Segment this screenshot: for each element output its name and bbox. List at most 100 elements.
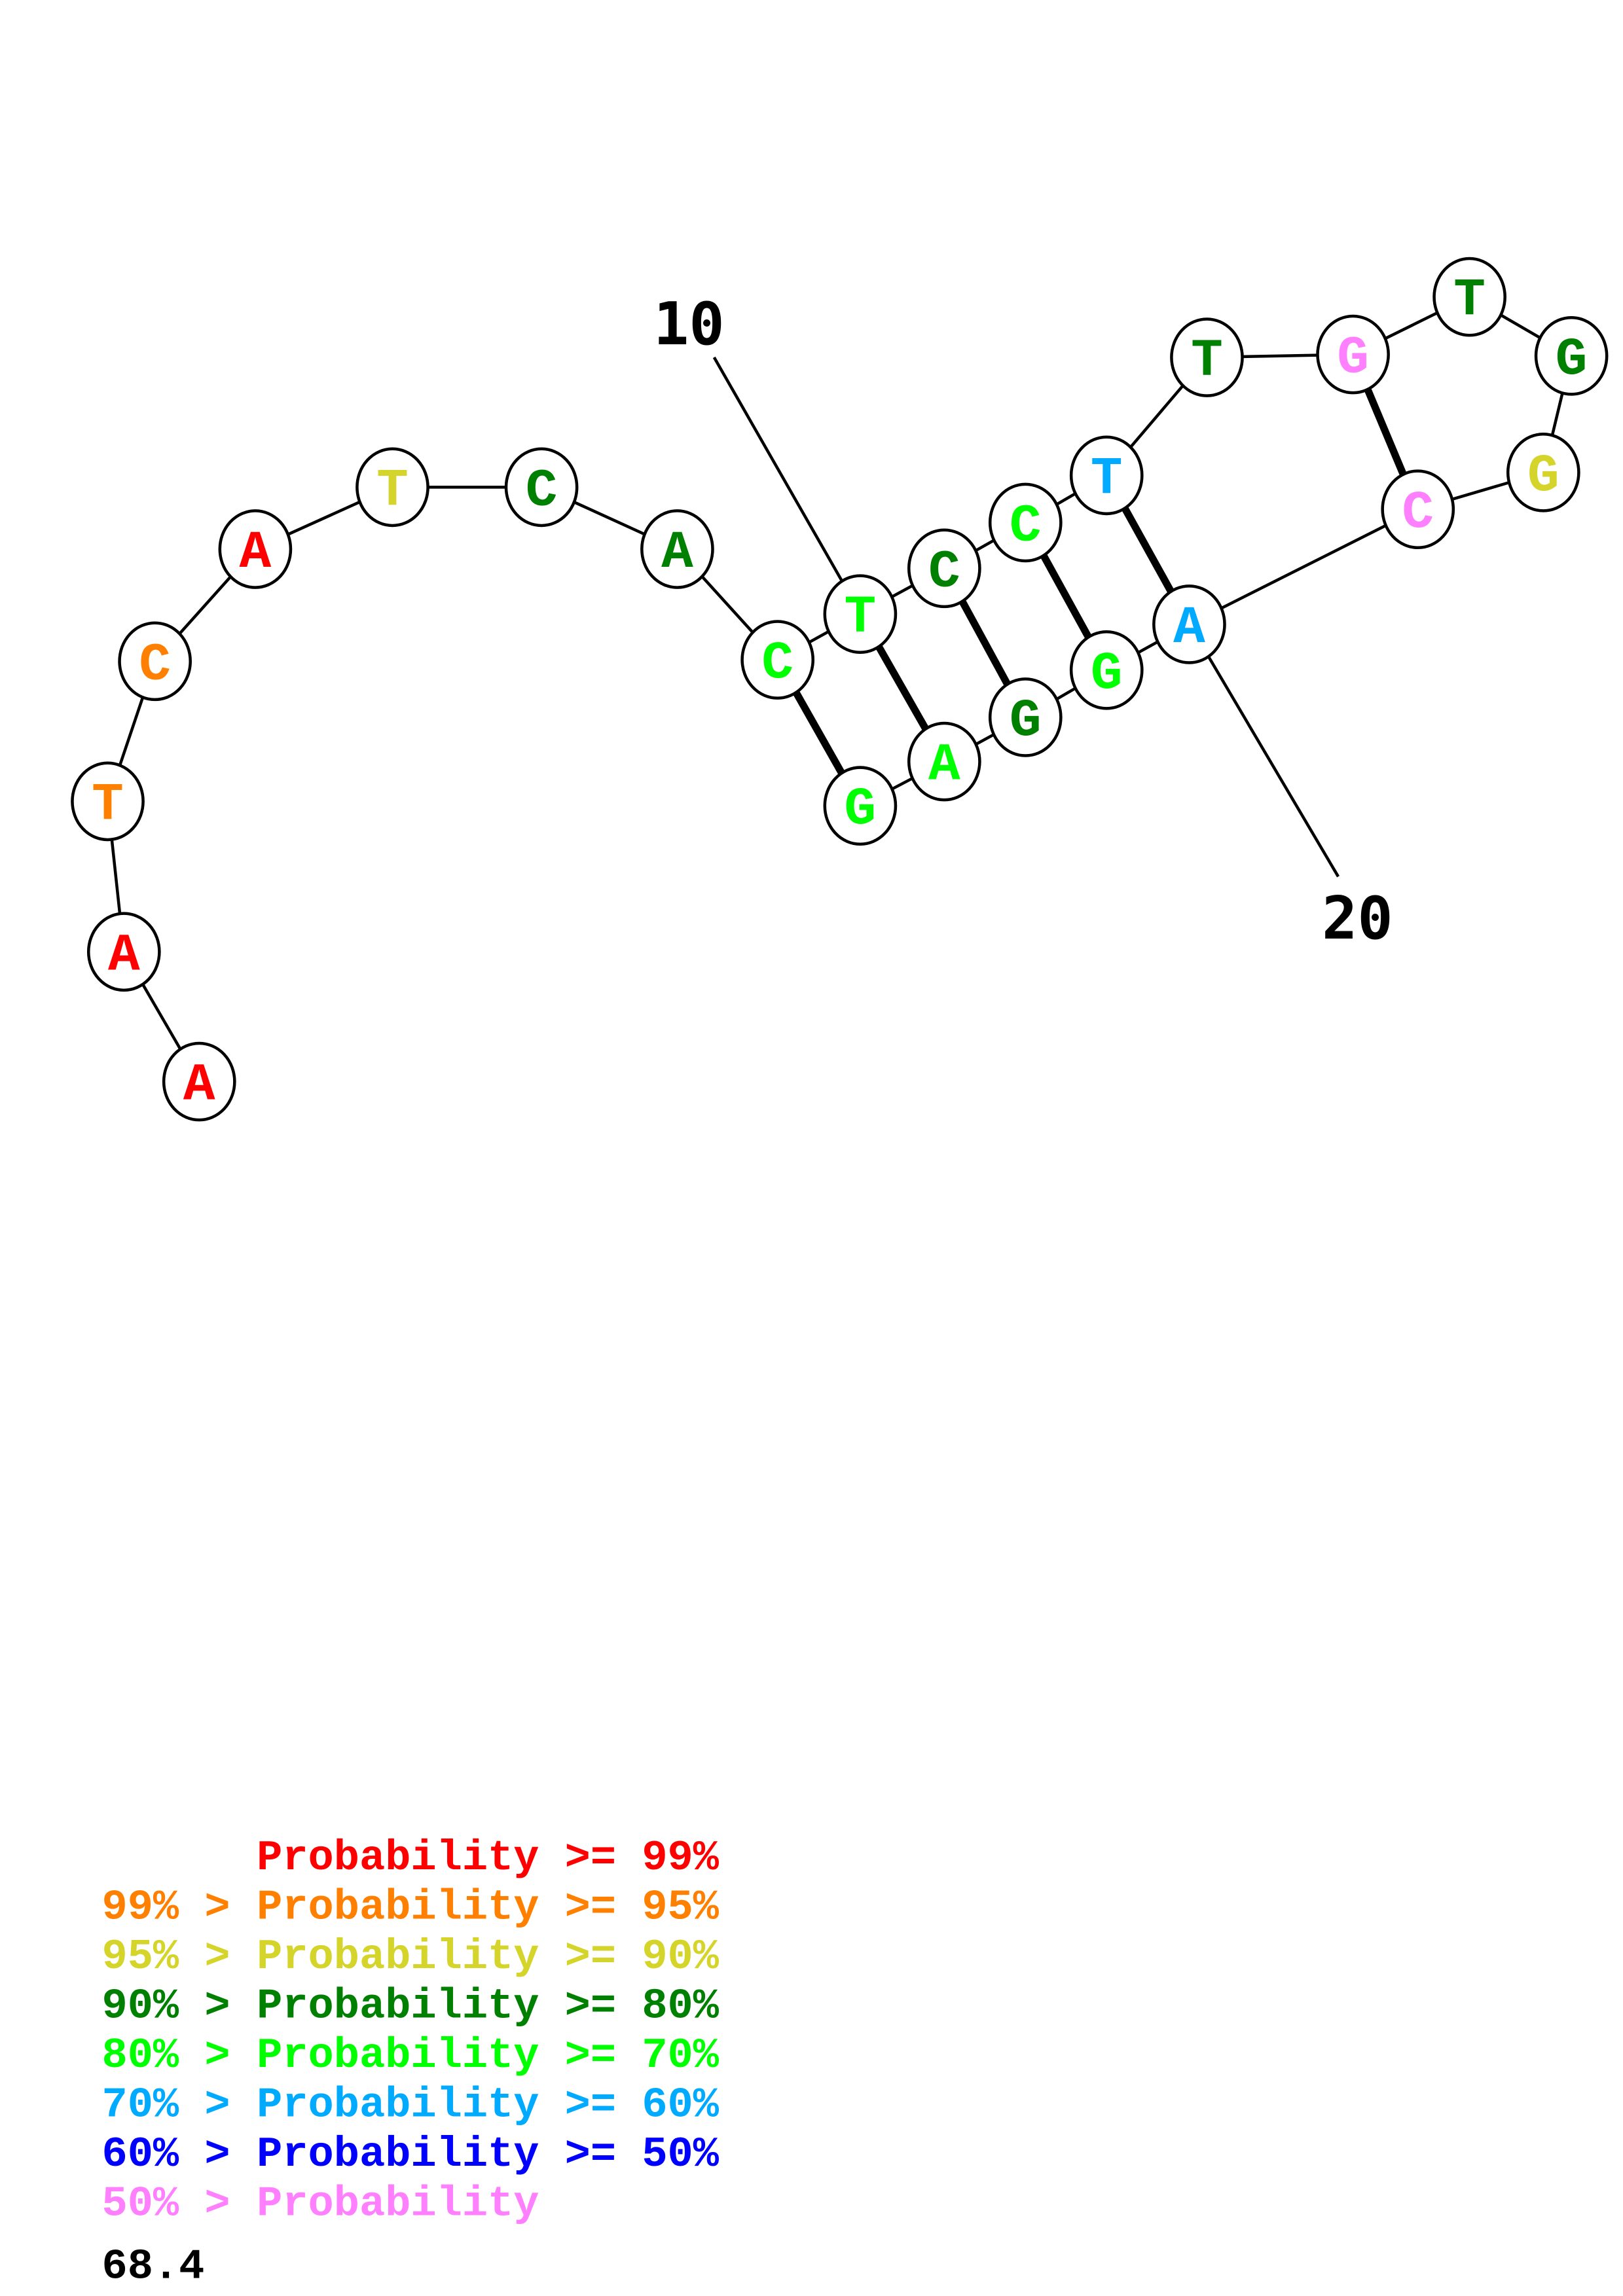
nucleotide-circle	[1152, 584, 1226, 664]
nucleotide-base: G	[845, 780, 877, 840]
nucleotide-circle	[988, 677, 1063, 757]
backbone-lines	[106, 295, 1573, 1083]
nucleotide-6: T	[356, 447, 429, 528]
nucleotide-24: G	[823, 766, 898, 846]
nucleotide-7: C	[504, 447, 579, 528]
nucleotide-3: T	[71, 761, 145, 842]
nucleotide-base: T	[1191, 331, 1223, 391]
nucleotide-circle	[988, 482, 1063, 563]
nucleotide-16: T	[1432, 257, 1506, 337]
nucleotide-23: A	[907, 721, 981, 802]
nucleotide-13: T	[1069, 435, 1144, 516]
legend-row: 80% > Probability >= 70%	[102, 2032, 720, 2080]
legend-prefix: 95% >	[102, 1933, 256, 1981]
legend-label: Probability >= 80%	[257, 1982, 720, 2031]
nucleotide-base: G	[1527, 446, 1559, 507]
legend-label: Probability >= 99%	[257, 1834, 720, 1882]
nucleotide-base: A	[183, 1056, 215, 1116]
nucleotide-circle	[1069, 630, 1144, 710]
nucleotide-circle	[823, 766, 898, 846]
nucleotide-base: A	[1173, 598, 1205, 658]
nucleotide-2: A	[86, 912, 161, 992]
nucleotide-5: A	[218, 509, 293, 589]
nucleotide-circle	[740, 620, 815, 700]
nucleotide-base: T	[376, 461, 409, 521]
nucleotide-circle	[504, 447, 579, 528]
nucleotide-8: A	[640, 509, 714, 589]
score-value: 68.4	[102, 2242, 205, 2291]
nucleotide-9: C	[740, 620, 815, 700]
nucleotide-base: C	[139, 635, 171, 695]
nucleotide-base: G	[1091, 644, 1123, 704]
nucleotide-base: T	[1453, 271, 1486, 331]
legend-row: 95% > Probability >= 90%	[102, 1933, 720, 1981]
nucleotide-base: C	[1402, 483, 1434, 543]
nucleotide-circle	[907, 528, 981, 609]
probability-legend: Probability >= 99%99% > Probability >= 9…	[102, 1834, 720, 2228]
legend-label: Probability >= 95%	[257, 1884, 720, 1932]
nucleotide-1: A	[162, 1041, 236, 1122]
nucleotide-18: G	[1506, 432, 1580, 512]
nucleotide-circle	[71, 761, 145, 842]
nucleotide-base: G	[1556, 330, 1588, 390]
nucleotide-base: T	[845, 588, 877, 648]
nucleotide-19: C	[1381, 469, 1455, 550]
nucleotide-circle	[1534, 315, 1609, 396]
nucleotide-base: A	[240, 523, 272, 583]
nucleotide-base: C	[1010, 497, 1042, 557]
nucleotide-circle	[907, 721, 981, 802]
legend-label: Probability >= 50%	[257, 2130, 720, 2179]
nucleotide-circle	[823, 574, 898, 655]
nucleotide-circle	[1316, 314, 1390, 395]
position-label: 10	[653, 290, 725, 359]
nucleotide-base: G	[1010, 691, 1042, 751]
nucleotide-base: T	[1091, 449, 1123, 509]
legend-row: 90% > Probability >= 80%	[102, 1982, 720, 2031]
nucleotide-10: T	[823, 574, 898, 655]
nucleotide-base: C	[928, 542, 960, 602]
nucleotide-circle	[86, 912, 161, 992]
nucleotide-22: G	[988, 677, 1063, 757]
nucleotide-20: A	[1152, 584, 1226, 664]
legend-label: Probability	[257, 2180, 539, 2229]
nucleotide-base: C	[526, 461, 558, 521]
legend-label: Probability >= 70%	[257, 2032, 720, 2080]
nucleotide-21: G	[1069, 630, 1144, 710]
legend-row: 60% > Probability >= 50%	[102, 2130, 720, 2179]
nucleotide-circle	[162, 1041, 236, 1122]
nucleotide-base: G	[1337, 329, 1369, 389]
legend-prefix: 70% >	[102, 2081, 256, 2130]
nucleotide-circle	[1506, 432, 1580, 512]
nucleotide-4: C	[118, 621, 192, 702]
nucleotide-circle	[640, 509, 714, 589]
legend-prefix: 99% >	[102, 1884, 256, 1932]
nucleotide-circle	[1069, 435, 1144, 516]
nucleotide-14: T	[1170, 317, 1244, 397]
legend-row: 70% > Probability >= 60%	[102, 2081, 720, 2130]
legend-row: Probability >= 99%	[257, 1834, 720, 1882]
legend-row: 50% > Probability	[102, 2180, 539, 2229]
legend-label: Probability >= 90%	[257, 1933, 720, 1981]
nucleotide-circle	[1432, 257, 1506, 337]
legend-prefix: 80% >	[102, 2032, 256, 2080]
nucleotide-base: T	[92, 775, 124, 835]
nucleotide-12: C	[988, 482, 1063, 563]
nucleotide-circle	[218, 509, 293, 589]
nucleotide-circle	[118, 621, 192, 702]
nucleotide-11: C	[907, 528, 981, 609]
nucleotide-base: A	[108, 925, 140, 986]
nucleotide-base: A	[661, 523, 693, 583]
position-labels: 10 20	[653, 290, 1393, 953]
legend-prefix: 90% >	[102, 1982, 256, 2031]
nucleotide-circle	[356, 447, 429, 528]
position-tick-line	[712, 356, 846, 586]
legend-prefix: 60% >	[102, 2130, 256, 2179]
nucleotide-base: C	[761, 634, 793, 694]
legend-prefix: 50% >	[102, 2180, 256, 2229]
position-label: 20	[1322, 884, 1393, 953]
backbone-segment	[1188, 508, 1419, 626]
nucleotide-17: G	[1534, 315, 1609, 396]
nucleotide-circle	[1381, 469, 1455, 550]
